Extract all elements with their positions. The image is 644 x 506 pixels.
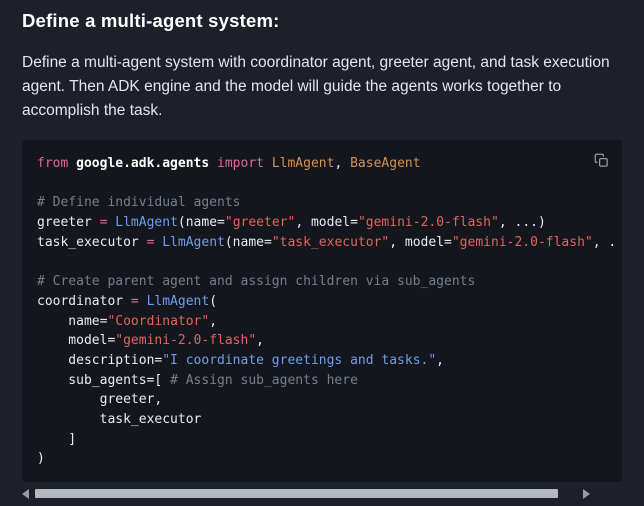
code-line xyxy=(37,252,607,272)
code-token xyxy=(209,156,217,171)
code-token: from xyxy=(37,156,69,171)
code-token: sub_agents=[ xyxy=(37,372,171,388)
code-token: name= xyxy=(37,313,108,329)
code-token: # Assign sub_agents here xyxy=(170,372,358,388)
code-token: LlmAgent xyxy=(162,234,225,250)
code-token: "greeter" xyxy=(224,215,296,231)
code-token: BaseAgent xyxy=(350,156,421,171)
code-token: = xyxy=(146,234,155,250)
code-token: # Create parent agent and assign childre… xyxy=(37,274,476,290)
code-token: , model= xyxy=(295,215,358,231)
code-token: , ...) xyxy=(498,215,546,231)
code-token: LlmAgent xyxy=(271,156,335,171)
code-token: "gemini-2.0-flash" xyxy=(357,215,499,231)
code-token: "gemini-2.0-flash" xyxy=(451,234,593,250)
code-line xyxy=(37,174,607,194)
code-token xyxy=(139,294,147,309)
code-line: greeter, xyxy=(37,390,607,410)
code-line: # Define individual agents xyxy=(37,193,607,213)
code-token: import xyxy=(217,156,264,171)
code-line: sub_agents=[ # Assign sub_agents here xyxy=(37,371,607,391)
code-block[interactable]: from google.adk.agents import LlmAgent , … xyxy=(22,140,622,482)
code-line: task_executor = LlmAgent(name="task_exec… xyxy=(37,233,616,253)
code-token: coordinator xyxy=(37,293,131,309)
code-token: = xyxy=(130,293,139,309)
scrollbar-left-arrow-icon[interactable] xyxy=(22,488,29,499)
code-line: ] xyxy=(37,430,607,450)
code-token: description= xyxy=(37,352,163,368)
code-token: ( xyxy=(209,293,218,309)
code-token: "gemini-2.0-flash" xyxy=(115,333,257,349)
code-token: google.adk.agents xyxy=(76,156,210,171)
copy-icon xyxy=(594,153,608,167)
code-line: name="Coordinator", xyxy=(37,312,607,332)
code-token xyxy=(264,156,272,171)
copy-code-button[interactable] xyxy=(590,149,613,172)
code-line: ) xyxy=(37,449,607,469)
code-line: from google.adk.agents import LlmAgent, … xyxy=(37,154,607,174)
code-token: ] xyxy=(37,431,77,447)
code-token: model= xyxy=(37,333,116,349)
code-content: from google.adk.agents import LlmAgent , … xyxy=(37,154,616,469)
code-token: , . xyxy=(592,234,617,250)
code-token: = xyxy=(99,215,108,231)
code-token: "Coordinator" xyxy=(107,313,210,329)
code-token: , xyxy=(436,352,444,368)
code-token: # Define individual agents xyxy=(37,195,241,211)
code-token: , xyxy=(209,313,218,329)
horizontal-scrollbar[interactable] xyxy=(22,487,590,500)
page-title: Define a multi-agent system: xyxy=(22,10,280,31)
code-token: , xyxy=(334,156,351,171)
code-token: "I coordinate greetings and tasks." xyxy=(162,352,437,368)
code-line: description="I coordinate greetings and … xyxy=(37,351,607,371)
scrollbar-right-arrow-icon[interactable] xyxy=(583,488,590,499)
code-token: LlmAgent xyxy=(146,293,210,309)
scrollbar-track[interactable] xyxy=(35,488,577,499)
code-token xyxy=(68,156,76,171)
code-token: greeter xyxy=(37,215,100,231)
code-token: task_executor xyxy=(37,411,202,427)
code-line: coordinator = LlmAgent( xyxy=(37,292,607,312)
code-line: model="gemini-2.0-flash", xyxy=(37,331,607,351)
code-token: (name= xyxy=(177,215,225,231)
code-line: greeter = LlmAgent(name="greeter", model… xyxy=(37,213,607,233)
intro-paragraph: Define a multi-agent system with coordin… xyxy=(22,54,610,119)
code-line: task_executor xyxy=(37,410,607,430)
code-token: greeter, xyxy=(37,392,163,408)
code-token: ) xyxy=(37,451,45,467)
code-token: (name= xyxy=(224,234,272,250)
code-line: # Create parent agent and assign childre… xyxy=(37,272,607,292)
code-token: task_executor xyxy=(37,234,147,250)
code-token: , model= xyxy=(389,234,452,250)
code-token: , xyxy=(256,333,264,349)
code-token: LlmAgent xyxy=(115,215,178,231)
scrollbar-thumb[interactable] xyxy=(35,489,559,498)
code-token: "task_executor" xyxy=(271,234,390,250)
